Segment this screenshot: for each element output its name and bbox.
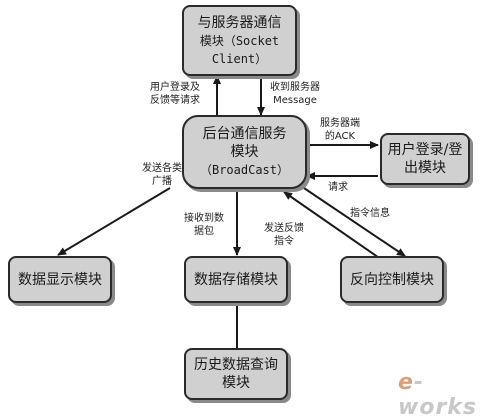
login-line1: 用户登录/登 <box>387 142 463 158</box>
broadcast-line3: （BroadCast） <box>199 163 290 177</box>
label-server-ack: 服务器端 的ACK <box>320 118 360 142</box>
reverse-control-module: 反向控制模块 <box>340 256 444 303</box>
label-login-feedback-requests: 用户登录及 反馈等请求 <box>150 82 200 106</box>
socket-client-line1: 与服务器通信 <box>197 14 282 31</box>
label-receive-packets: 接收到数 据包 <box>184 213 224 237</box>
login-logout-module: 用户登录/登 出模块 <box>380 133 470 185</box>
broadcast-line1: 后台通信服务 <box>202 126 287 142</box>
arrow-reverse-to-broadcast <box>283 191 386 263</box>
data-storage-module: 数据存储模块 <box>184 256 288 303</box>
label-send-feedback-commands: 发送反馈 指令 <box>264 223 304 247</box>
label-send-broadcasts: 发送各类 广播 <box>142 163 182 187</box>
socket-client-module: 与服务器通信 模块（Socket Client） <box>182 5 297 76</box>
login-line2: 出模块 <box>404 160 446 176</box>
history-line2: 模块 <box>222 375 250 391</box>
arrow-broadcast-to-reverse <box>297 183 406 257</box>
broadcast-line2: 模块 <box>230 144 259 160</box>
reverse-line1: 反向控制模块 <box>350 271 434 288</box>
storage-line1: 数据存储模块 <box>194 271 278 288</box>
display-line1: 数据显示模块 <box>18 271 102 288</box>
history-line1: 历史数据查询 <box>194 357 278 373</box>
arrow-broadcast-to-display <box>57 187 171 256</box>
eworks-watermark: e-works <box>398 370 478 420</box>
label-command-info: 指令信息 <box>350 208 390 219</box>
history-query-module: 历史数据查询 模块 <box>184 348 288 400</box>
data-display-module: 数据显示模块 <box>8 256 112 303</box>
broadcast-module: 后台通信服务 模块 （BroadCast） <box>182 115 307 189</box>
socket-client-line3: Client） <box>211 51 268 66</box>
label-received-server-message: 收到服务器 Message <box>270 82 320 106</box>
connector-arrows <box>57 75 406 348</box>
socket-client-line2: 模块（Socket <box>199 33 280 48</box>
label-request: 请求 <box>328 182 348 193</box>
